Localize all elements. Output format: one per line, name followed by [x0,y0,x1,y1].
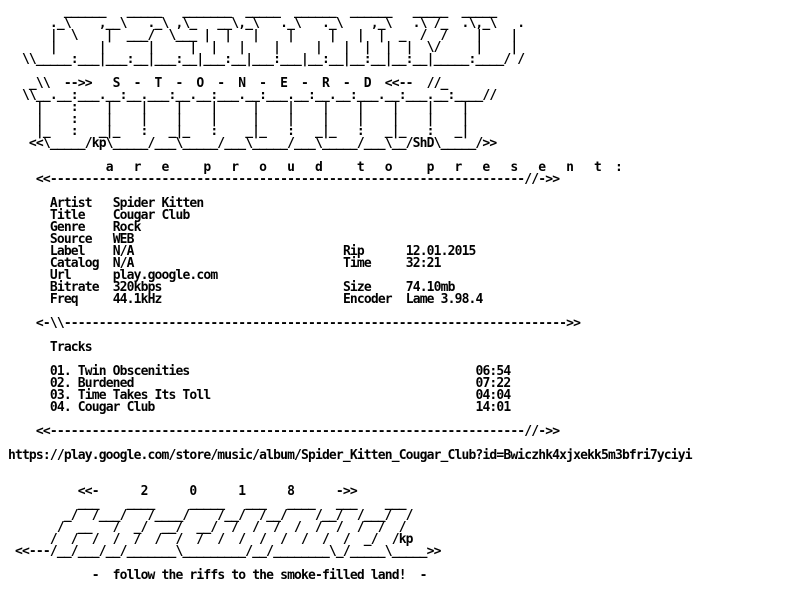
info-label: Size [342,280,372,295]
logo-art-line: ._\ ,__\ ._\ ,\_ __\,_\ ._\ ._\ ,_\ .\ /… [8,16,525,31]
info-row: Freq 44.1kHz Encoder Lame 3.98.4 [8,292,692,307]
footer-tagline-row: - follow the riffs to the smoke-filled l… [8,568,692,583]
info-value: 32:21 [405,256,442,271]
divider-bottom: <<--------------------------------------… [35,424,560,439]
info-value: Spider Kitten [112,196,205,211]
footer-art-line: <<---/__/___/__/_______\_________/__/___… [8,544,441,559]
logo-art-line: \\__.__:___.__:__.___:__.__:___.__:___._… [8,88,497,103]
info-value: N/A [112,244,135,259]
info-value: Cougar Club [112,208,191,223]
tracks-heading-row: Tracks [8,340,692,355]
logo-art-line: | : | | | | | | | | | | | [8,100,469,115]
track-row: 01. Twin Obscenities 06:54 [8,364,692,379]
track-row: 04. Cougar Club 14:01 [8,400,692,415]
info-value: 44.1kHz [112,292,163,307]
logo-art-line: <<\_____/kp\_____/___\_____/___\_____/__… [8,136,497,151]
track-title: 01. Twin Obscenities [49,364,190,379]
info-label: Time [342,256,372,271]
footer-art-line: ___ ____ _____ ___ ____ ___ ___ [8,496,407,511]
logo-art-line: \\_____:___|___:__|___:__|___:__|___:___… [8,52,525,67]
info-label: Freq [49,292,79,307]
info-row: Bitrate 320kbps Size 74.10mb [8,280,692,295]
info-value: Lame 3.98.4 [405,292,484,307]
info-value: play.google.com [112,268,219,283]
info-row: Artist Spider Kitten [8,196,692,211]
footer-art-line: _/ /___/ /____/ /__/ /__/ /__/ /___/ / [8,508,414,523]
track-row: 02. Burdened 07:22 [8,376,692,391]
info-label: Genre [49,220,86,235]
divider-top: <<--------------------------------------… [35,172,560,187]
track-duration: 04:04 [475,388,511,403]
info-row: Label N/A Rip 12.01.2015 [8,244,692,259]
info-label: Artist [49,196,93,211]
footer-art-line: / __ / _/ __/ __/ / / / / / / / / / [8,520,407,535]
info-value: 320kbps [112,280,163,295]
track-duration: 06:54 [475,364,511,379]
info-value: WEB [112,232,135,247]
info-row: Genre Rock [8,220,692,235]
logo-art-line: | | | | | | | | | | | | \/ | | [8,40,518,55]
track-duration: 07:22 [475,376,511,391]
track-duration: 14:01 [475,400,511,415]
footer-tagline: - follow the riffs to the smoke-filled l… [91,568,428,583]
info-label: Label [49,244,86,259]
info-label: Catalog [49,256,100,271]
tracks-heading: Tracks [49,340,93,355]
info-value: N/A [112,256,135,271]
info-row: Source WEB [8,232,692,247]
nfo-document: ______ _____ _______ _____ ______ ______… [8,4,693,583]
present-line: a r e p r o u d t o p r e s e n t : [8,160,692,175]
info-label: Bitrate [49,280,100,295]
track-title: 02. Burdened [49,376,135,391]
info-row: Url play.google.com [8,268,692,283]
divider-mid: <-\\------------------------------------… [35,316,581,331]
logo-art-line: |_ : _|_ : _|_ : _|_ : _|_ : _|_ : _| [8,124,469,139]
info-value: 74.10mb [405,280,456,295]
track-title: 04. Cougar Club [49,400,156,415]
info-value: 12.01.2015 [405,244,477,259]
info-row: Title Cougar Club [8,208,692,223]
track-title: 03. Time Takes Its Toll [49,388,211,403]
footer-art-line: / / / / / / / / / / / / / / / _/ /kp [8,532,414,547]
year-line: <<- 2 0 1 8 ->> [77,484,358,499]
album-url[interactable]: https://play.google.com/store/music/albu… [8,448,693,463]
logo-art-line: ______ _____ _______ _____ ______ ______… [8,4,497,19]
info-label: Rip [342,244,365,259]
info-label: Encoder [342,292,393,307]
logo-group-name-line: _\\ -->> S - T - O - N - E - R - D <<-- … [8,76,448,91]
present-text: a r e p r o u d t o p r e s e n t : [105,160,623,175]
logo-art-line: | : | | | | | | | | | | | [8,112,469,127]
info-row: Catalog N/A Time 32:21 [8,256,692,271]
info-value: Rock [112,220,142,235]
info-label: Source [49,232,93,247]
info-label: Url [49,268,72,283]
info-label: Title [49,208,86,223]
logo-art-line: | \ | ___/ \___ | | | | | | | _ / / | | [8,28,518,43]
track-row: 03. Time Takes Its Toll 04:04 [8,388,692,403]
